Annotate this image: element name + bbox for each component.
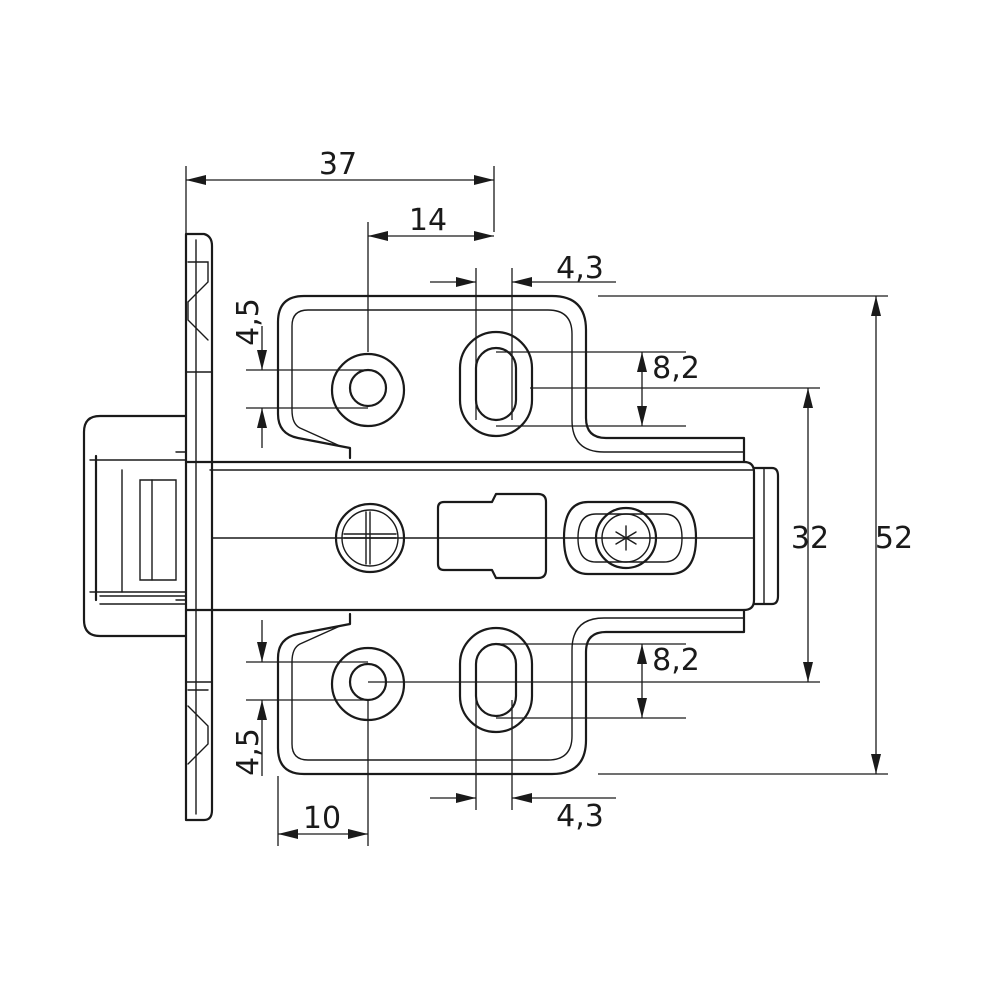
- mounting-screw: [334, 502, 406, 574]
- dim-hole-offset-bottom: 4,5: [231, 728, 266, 776]
- dim-slot-length-top: 8,2: [652, 351, 700, 386]
- dim-edge-distance: 10: [303, 801, 341, 836]
- dim-overall-width: 37: [319, 147, 357, 182]
- hinge-cup: [82, 414, 188, 638]
- dim-slot-width-top: 4,3: [556, 251, 604, 286]
- adjustment-cam-screw: [562, 500, 698, 576]
- dim-slot-length-bottom: 8,2: [652, 643, 700, 678]
- arm-cutout: [436, 492, 548, 580]
- hinge-arm: [184, 460, 780, 612]
- top-slot: [458, 330, 534, 438]
- dim-overall-height: 52: [875, 521, 913, 556]
- side-flange: [184, 232, 214, 822]
- dimension-lines: [185, 166, 888, 846]
- dim-hole-offset: 14: [409, 203, 447, 238]
- dim-slot-width-bottom: 4,3: [556, 799, 604, 834]
- dim-hole-offset-top: 4,5: [231, 298, 266, 346]
- mounting-plate: [276, 294, 746, 776]
- top-fixing-hole: [330, 352, 406, 428]
- dim-hole-spacing: 32: [791, 521, 829, 556]
